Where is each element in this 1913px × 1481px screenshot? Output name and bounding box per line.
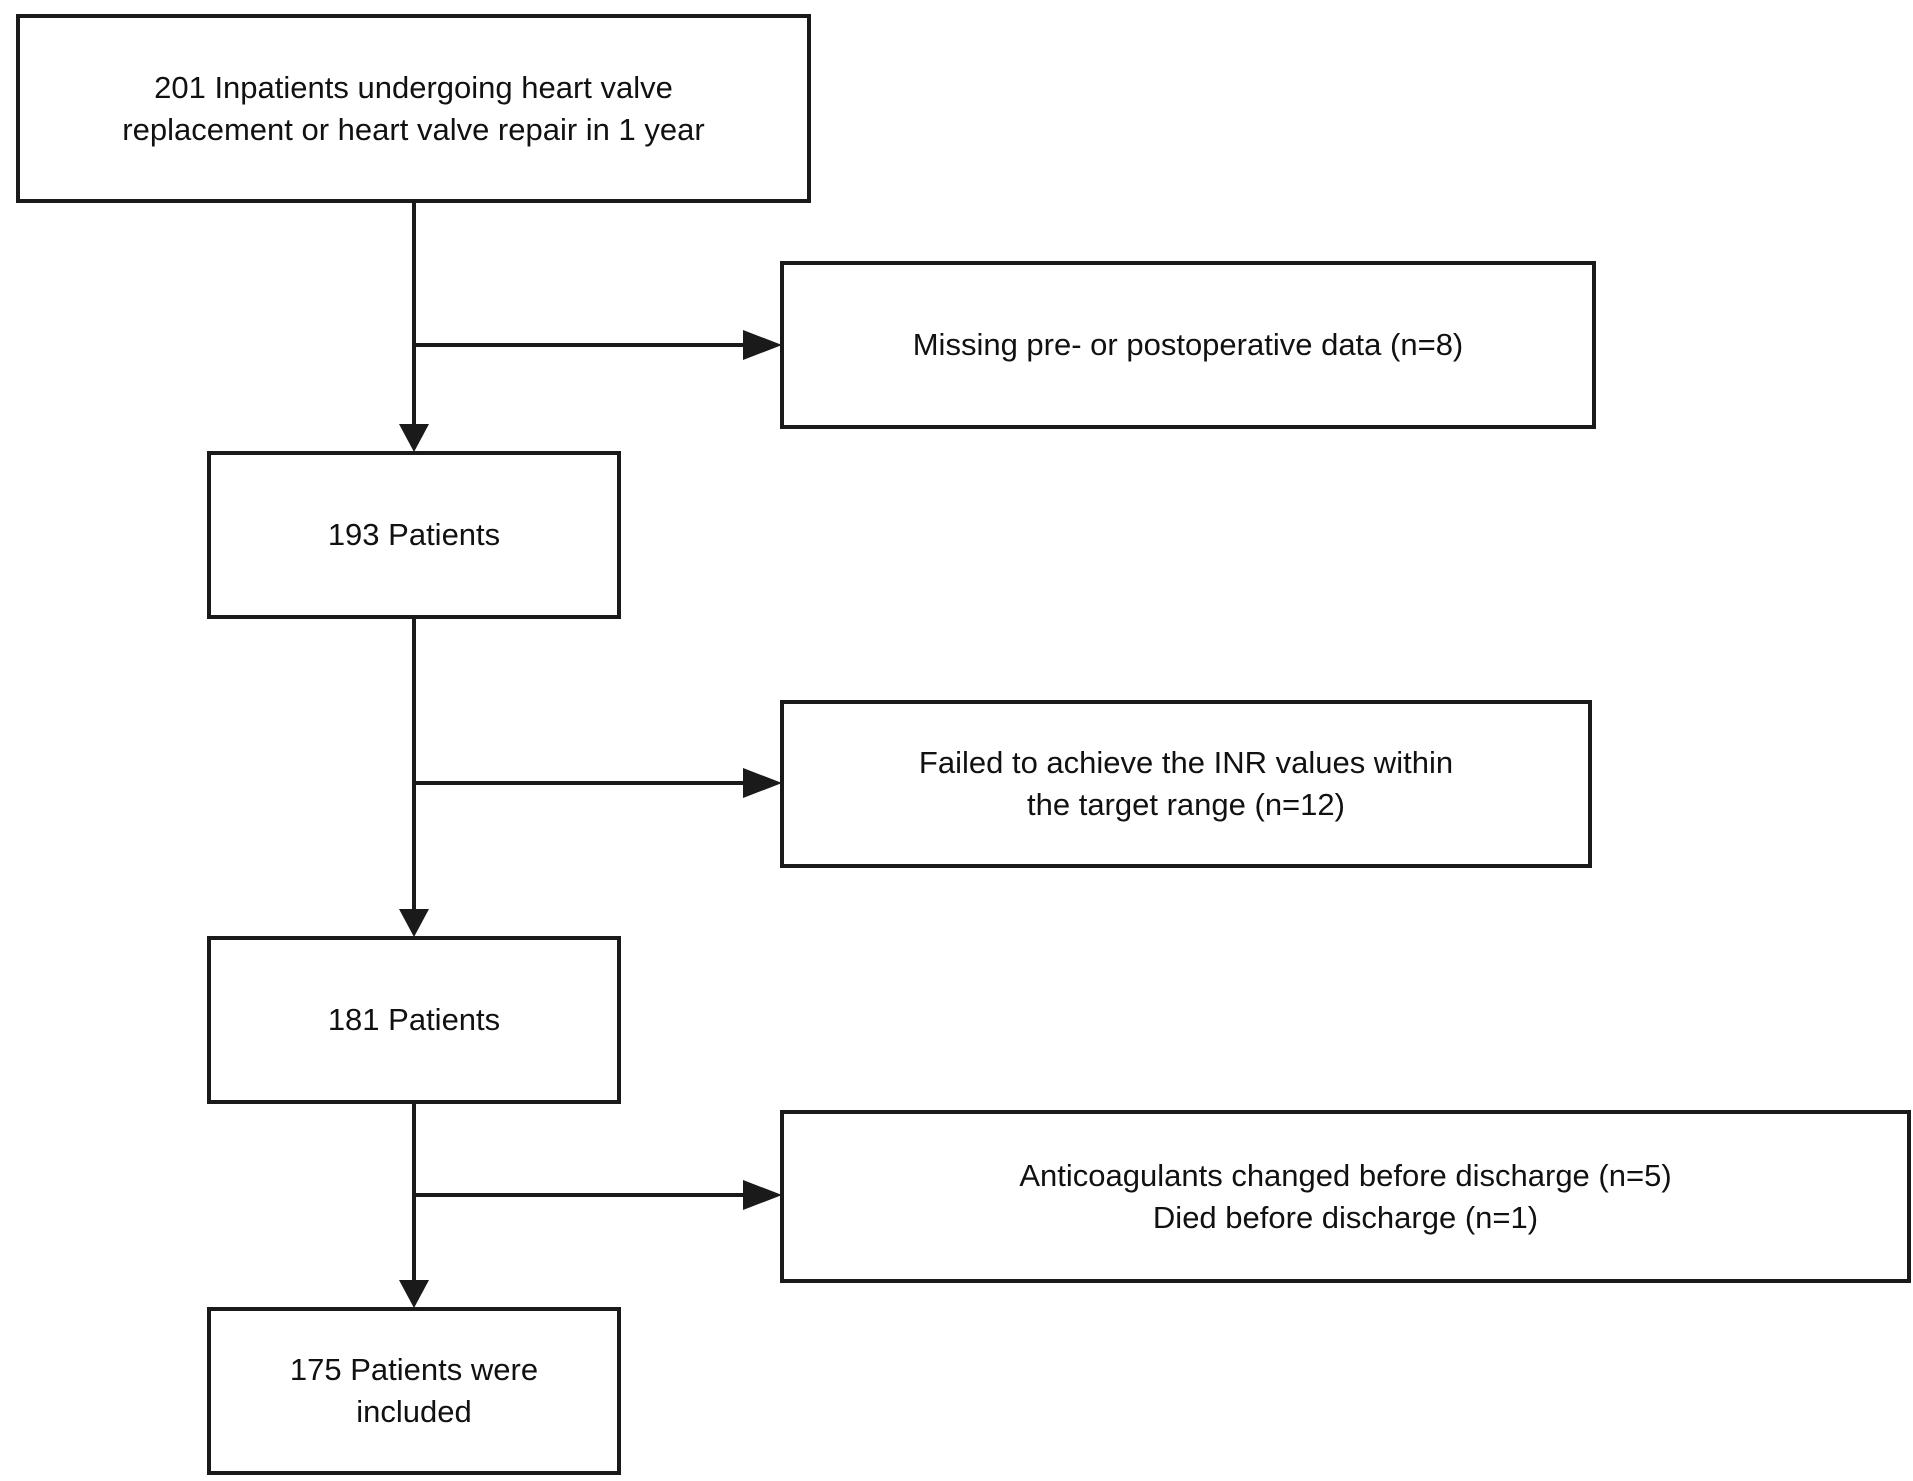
exclusion-box-inr-line-1: Failed to achieve the INR values within bbox=[918, 745, 1454, 780]
exclusion-box-discharge: Anticoagulants changed before discharge … bbox=[780, 1110, 1911, 1283]
patients-193-box: 193 Patients bbox=[207, 451, 621, 619]
start-box: 201 Inpatients undergoing heart valve re… bbox=[16, 14, 811, 203]
final-included-text: 175 Patients were included bbox=[289, 1352, 539, 1429]
exclusion-box-discharge-line-1: Anticoagulants changed before discharge … bbox=[1019, 1157, 1672, 1193]
exclusion-box-inr-line-2: the target range (n=12) bbox=[1027, 787, 1345, 822]
arrowhead-to-181 bbox=[399, 909, 429, 937]
exclusion-box-discharge-line-2: Died before discharge (n=1) bbox=[1152, 1199, 1539, 1235]
final-included-box: 175 Patients were included bbox=[207, 1307, 621, 1475]
patients-193-text: 193 Patients bbox=[327, 517, 501, 552]
arrowhead-to-175 bbox=[399, 1280, 429, 1308]
start-box-text: 201 Inpatients undergoing heart valve re… bbox=[122, 69, 705, 147]
patients-181-text: 181 Patients bbox=[327, 1002, 501, 1037]
arrowhead-to-exclusion-3 bbox=[743, 1180, 782, 1210]
patients-181-box: 181 Patients bbox=[207, 936, 621, 1104]
arrowhead-to-exclusion-2 bbox=[743, 768, 782, 798]
arrowhead-to-193 bbox=[399, 424, 429, 452]
exclusion-box-inr-target: Failed to achieve the INR values within … bbox=[780, 700, 1592, 868]
exclusion-box-missing-data: Missing pre- or postoperative data (n=8) bbox=[780, 261, 1596, 429]
exclusion-box-missing-data-text: Missing pre- or postoperative data (n=8) bbox=[912, 327, 1464, 362]
arrowhead-to-exclusion-1 bbox=[743, 330, 782, 360]
